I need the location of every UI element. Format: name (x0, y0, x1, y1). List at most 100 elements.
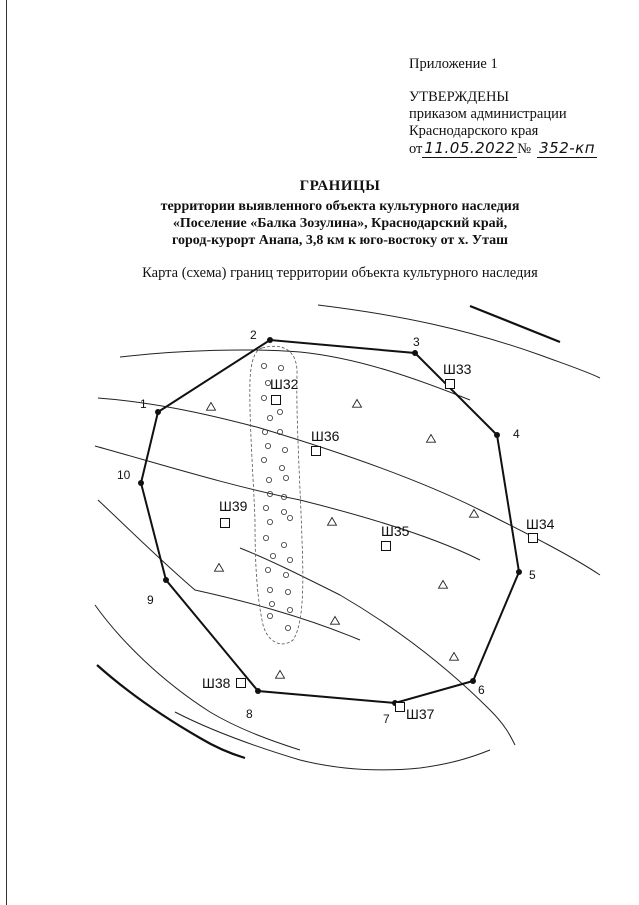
test-pit-label: Ш38 (202, 675, 231, 691)
find-circle-mark (266, 613, 273, 620)
find-circle-mark (282, 474, 289, 481)
find-circle-mark (286, 515, 293, 522)
test-pit-label: Ш35 (381, 523, 410, 539)
page-edge-line (6, 0, 7, 905)
boundary-vertex-6 (470, 678, 476, 684)
boundary-vertex-9 (163, 577, 169, 583)
survey-triangle-mark (437, 579, 449, 589)
test-pit-marker (528, 533, 538, 543)
contour-line (317, 304, 601, 379)
contour-line (94, 445, 481, 561)
boundary-vertex-label-6: 6 (478, 683, 485, 697)
test-pit-label: Ш37 (406, 706, 435, 722)
find-circle-mark (264, 442, 271, 449)
find-circle-mark (268, 601, 275, 608)
test-pit-marker (236, 678, 246, 688)
order-number: 352-кп (537, 139, 598, 158)
test-pit-label: Ш39 (219, 498, 248, 514)
title-heading: ГРАНИЦЫ (299, 178, 381, 194)
find-circle-mark (266, 519, 273, 526)
survey-triangle-mark (329, 615, 341, 625)
find-circle-mark (276, 428, 283, 435)
test-pit-label: Ш34 (526, 516, 555, 532)
contour-line (97, 499, 361, 641)
survey-triangle-mark (213, 562, 225, 572)
survey-triangle-mark (448, 651, 460, 661)
boundary-vertex-label-5: 5 (529, 568, 536, 582)
find-circle-mark (277, 364, 284, 371)
contour-line (97, 397, 601, 576)
region-line: Краснодарского края (409, 123, 539, 139)
boundary-vertex-label-3: 3 (413, 335, 420, 349)
test-pit-marker (395, 702, 405, 712)
find-circle-mark (284, 625, 291, 632)
title-line-3: город-курорт Анапа, 3,8 км к юго-востоку… (172, 233, 508, 248)
map-caption: Карта (схема) границ территории объекта … (142, 265, 538, 281)
boundary-vertex-2 (267, 337, 273, 343)
test-pit-marker (445, 379, 455, 389)
boundary-vertex-label-4: 4 (513, 427, 520, 441)
find-circle-mark (269, 553, 276, 560)
title-line-1: территории выявленного объекта культурно… (160, 199, 520, 214)
boundary-vertex-3 (412, 350, 418, 356)
find-circle-mark (280, 508, 287, 515)
boundary-vertex-10 (138, 480, 144, 486)
contour-line-thick (96, 664, 246, 760)
contour-line (239, 547, 516, 746)
title-line-2: «Поселение «Балка Зозулина», Краснодарск… (172, 216, 508, 231)
test-pit-label: Ш33 (443, 361, 472, 377)
test-pit-marker (381, 541, 391, 551)
find-circle-mark (282, 572, 289, 579)
find-circle-mark (261, 428, 268, 435)
contour-lines (94, 304, 601, 771)
boundary-vertex-5 (516, 569, 522, 575)
find-circle-mark (265, 476, 272, 483)
find-circle-mark (280, 542, 287, 549)
order-date: 11.05.2022 (422, 139, 518, 158)
find-circle-mark (264, 379, 271, 386)
find-circle-mark (284, 589, 291, 596)
contour-line-thick (469, 304, 561, 344)
artifact-find-marks (260, 362, 293, 632)
appendix-label: Приложение 1 (409, 56, 498, 72)
find-circle-mark (266, 587, 273, 594)
boundary-vertex-8 (255, 688, 261, 694)
test-pit-label: Ш32 (270, 376, 299, 392)
survey-triangle-mark (274, 669, 286, 679)
approval-block: Приложение 1 УТВЕРЖДЕНЫ приказом админис… (409, 56, 598, 158)
find-circle-mark (266, 414, 273, 421)
find-circle-mark (281, 446, 288, 453)
find-circle-mark (260, 394, 267, 401)
find-circle-mark (260, 456, 267, 463)
survey-triangle-mark (326, 516, 338, 526)
boundary-vertex-label-9: 9 (147, 593, 154, 607)
find-circle-mark (260, 362, 267, 369)
contour-line (174, 711, 491, 771)
boundary-vertex-label-10: 10 (117, 468, 131, 482)
test-pit-label: Ш36 (311, 428, 340, 444)
test-pit-marker (220, 518, 230, 528)
date-prefix: от (409, 141, 423, 157)
survey-triangle-mark (205, 401, 217, 411)
find-circle-mark (276, 408, 283, 415)
test-pit-marker (271, 395, 281, 405)
boundary-vertex-label-2: 2 (250, 328, 257, 342)
test-pit-marker (311, 446, 321, 456)
survey-triangle-mark (468, 508, 480, 518)
find-circle-mark (262, 535, 269, 542)
survey-triangle-mark (425, 433, 437, 443)
find-circle-mark (286, 607, 293, 614)
boundary-vertex-label-8: 8 (246, 707, 253, 721)
boundary-vertex-label-7: 7 (383, 712, 390, 726)
boundary-vertex-1 (155, 409, 161, 415)
survey-point-marks (205, 398, 480, 679)
find-circle-mark (262, 504, 269, 511)
find-circle-mark (264, 567, 271, 574)
find-circle-mark (286, 557, 293, 564)
contour-line (94, 604, 301, 751)
survey-triangle-mark (351, 398, 363, 408)
number-prefix: № (517, 141, 532, 157)
